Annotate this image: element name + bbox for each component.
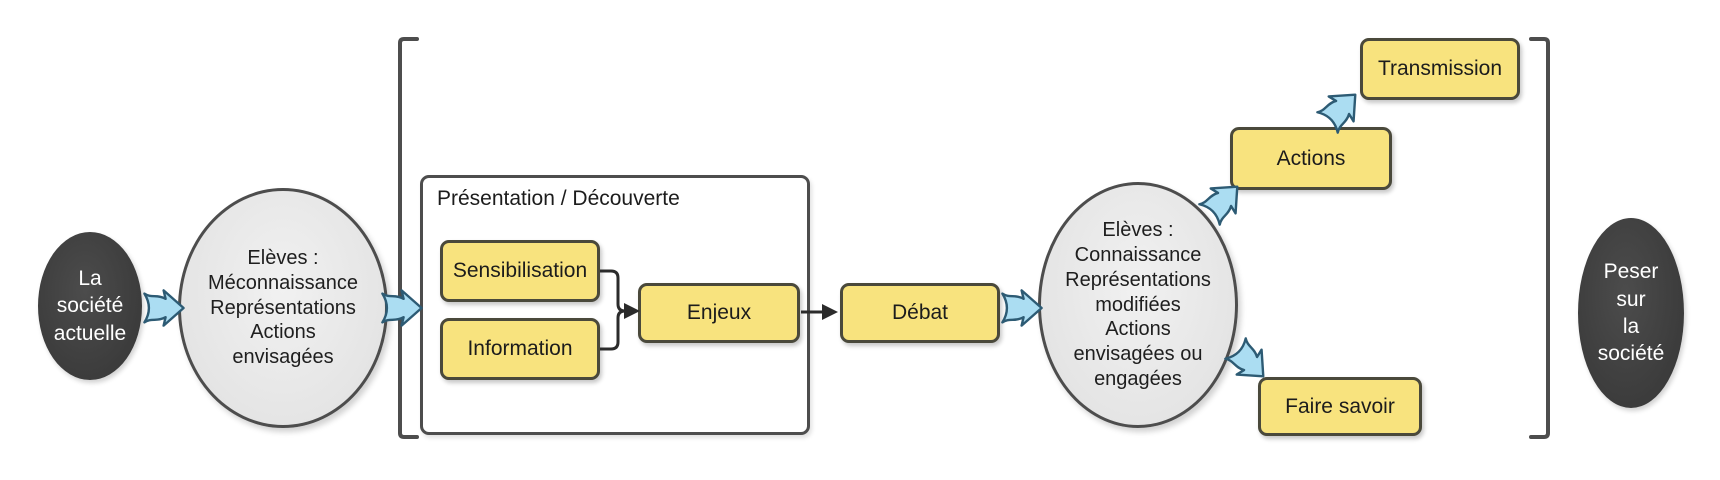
box-enjeux: Enjeux xyxy=(638,283,800,343)
ellipse-students-initial: Elèves : Méconnaissance Représentations … xyxy=(178,188,388,428)
box-transmission: Transmission xyxy=(1360,38,1520,100)
box-sensibilisation: Sensibilisation xyxy=(440,240,600,302)
start-ellipse-society: La société actuelle xyxy=(38,232,142,380)
flow-arrow-icon xyxy=(143,289,185,327)
right-bracket xyxy=(1529,37,1550,439)
box-debat: Débat xyxy=(840,283,1000,343)
end-ellipse-society-impact: Peser sur la société xyxy=(1578,218,1684,408)
box-information: Information xyxy=(440,318,600,380)
left-bracket xyxy=(398,37,419,439)
enjeux-debat-arrowhead-icon xyxy=(822,304,838,320)
flow-arrow-icon xyxy=(1001,289,1043,327)
box-faire-savoir: Faire savoir xyxy=(1258,377,1422,436)
box-actions: Actions xyxy=(1230,127,1392,190)
group-label: Présentation / Découverte xyxy=(437,187,680,210)
flow-arrow-icon xyxy=(381,289,423,327)
